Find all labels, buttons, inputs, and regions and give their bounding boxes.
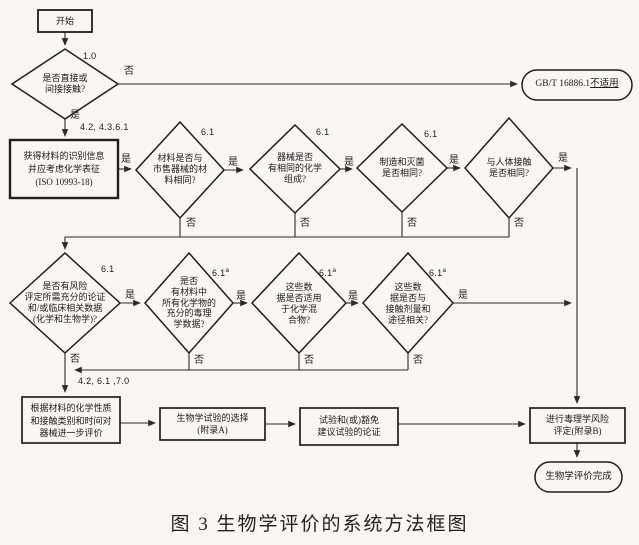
ref-further-evaluation: 4.2, 6.1 ,7.0: [78, 376, 130, 386]
edge-label-contact-no: 否: [124, 66, 134, 77]
decision-dose-route-label: 这些数 据是否与 接触剂量和 途径相关?: [385, 282, 431, 325]
edge-label-toxdata-yes: 是: [236, 291, 246, 302]
decision-contact-label: 是否直接或 间接接触?: [42, 73, 88, 94]
process-test-justification-shape: [299, 407, 399, 446]
process-further-evaluation-shape: [21, 396, 121, 444]
ref-base: 6.1: [212, 268, 226, 278]
terminator-not-applicable-label: GB/T 16886.1不适用: [522, 70, 632, 99]
decision-contact-shape: [10, 48, 120, 120]
start-shape: [37, 9, 93, 33]
decision-tox-data-label: 是否 有材料中 所有化学物的 充分的毒理 学数据?: [161, 276, 216, 330]
process-risk-assessment-shape: [529, 407, 626, 444]
process-risk-assessment-label: 进行毒理学风险 评定(附录B): [545, 414, 609, 436]
edge-label-doseroute-no: 否: [413, 355, 423, 366]
ref-footnote-a: a: [442, 267, 447, 274]
decision-same-contact-label: 与人体接触 是否相同?: [486, 157, 532, 178]
edge-label-composition-yes: 是: [344, 157, 354, 168]
edge-label-doseroute-yes: 是: [458, 290, 468, 301]
decision-sufficient-data-shape: [8, 251, 122, 355]
process-material-info-label: 获得材料的识别信息 并应考虑化学表征 (ISO 10993-18): [23, 151, 105, 187]
decision-same-material-label: 材料是否与 市售器械的材 料相同?: [152, 153, 207, 185]
figure-caption: 图 3 生物学评价的系统方法框图: [170, 514, 469, 535]
edge-label-composition-no: 否: [300, 218, 310, 229]
terminator-complete-label: 生物学评价完成: [545, 472, 612, 482]
edge-label-material-yes: 是: [228, 157, 238, 168]
gbt-standard-number: GB/T 16886.1: [535, 79, 591, 89]
ref-base: 6.1: [319, 268, 333, 278]
edge-label-manufacture-yes: 是: [449, 155, 459, 166]
process-further-evaluation-label: 根据材料的化学性质 和接触类别和时间对 器械进一步评价: [30, 403, 112, 438]
edge-bus-row1-no: [61, 236, 509, 250]
not-applicable-text: 不适用: [590, 79, 619, 89]
edge-label-manufacture-no: 否: [407, 218, 417, 229]
ref-mixture: 6.1a: [319, 266, 336, 278]
start-label: 开始: [55, 16, 74, 26]
decision-sufficient-data-label: 是否有风险 评定所需充分的论证 和/或临床相关数据 (化学和生物学)?: [24, 281, 106, 324]
ref-dose-route: 6.1a: [429, 266, 446, 278]
decision-mixture-label: 这些数 据是否适用 于化学混 合物?: [276, 282, 322, 325]
decision-dose-route-shape: [361, 251, 455, 355]
edge-label-justification-yes: 是: [125, 290, 135, 301]
process-test-selection-shape: [159, 407, 266, 441]
edge-label-info-yes: 是: [121, 154, 131, 165]
ref-contact: 1.0: [83, 51, 97, 61]
edge-label-contact-yes: 是: [70, 110, 80, 121]
edge-label-justification-no: 否: [70, 354, 80, 365]
decision-mixture-shape: [250, 251, 348, 355]
edge-label-material-no: 否: [186, 218, 196, 229]
ref-same-composition: 6.1: [316, 127, 330, 137]
edge-label-bodycontact-no: 否: [514, 218, 524, 229]
edge-label-mixture-yes: 是: [348, 291, 358, 302]
edge-label-toxdata-no: 否: [194, 355, 204, 366]
ref-sufficient-data: 6.1: [101, 264, 115, 274]
edge-label-bodycontact-yes: 是: [558, 153, 568, 164]
decision-same-composition-shape: [248, 123, 342, 215]
ref-same-material: 6.1: [201, 127, 215, 137]
ref-footnote-a: a: [225, 267, 230, 274]
process-material-info-shape: [8, 138, 120, 200]
process-test-selection-label: 生物学试验的选择 (附录A): [176, 413, 249, 435]
ref-base: 6.1: [429, 268, 443, 278]
terminator-not-applicable-shape: [521, 69, 633, 101]
ref-tox-data: 6.1a: [212, 266, 229, 278]
terminator-complete-shape: [534, 461, 623, 493]
edge-label-mixture-no: 否: [304, 355, 314, 366]
process-test-justification-label: 试验和(或)豁免 建议试验的论证: [317, 415, 381, 437]
decision-same-composition-label: 器械是否 有相同的化学 组成?: [267, 152, 322, 184]
ref-footnote-a: a: [332, 267, 337, 274]
decision-tox-data-shape: [144, 251, 234, 355]
ref-same-manufacture: 6.1: [424, 129, 438, 139]
decision-same-contact-shape: [464, 116, 554, 220]
ref-material-info: 4.2, 4.3.6.1: [80, 122, 129, 132]
decision-same-manufacture-label: 制造和灭菌 是否相同?: [379, 157, 425, 178]
decision-same-material-shape: [134, 120, 226, 220]
decision-same-manufacture-shape: [355, 122, 449, 214]
